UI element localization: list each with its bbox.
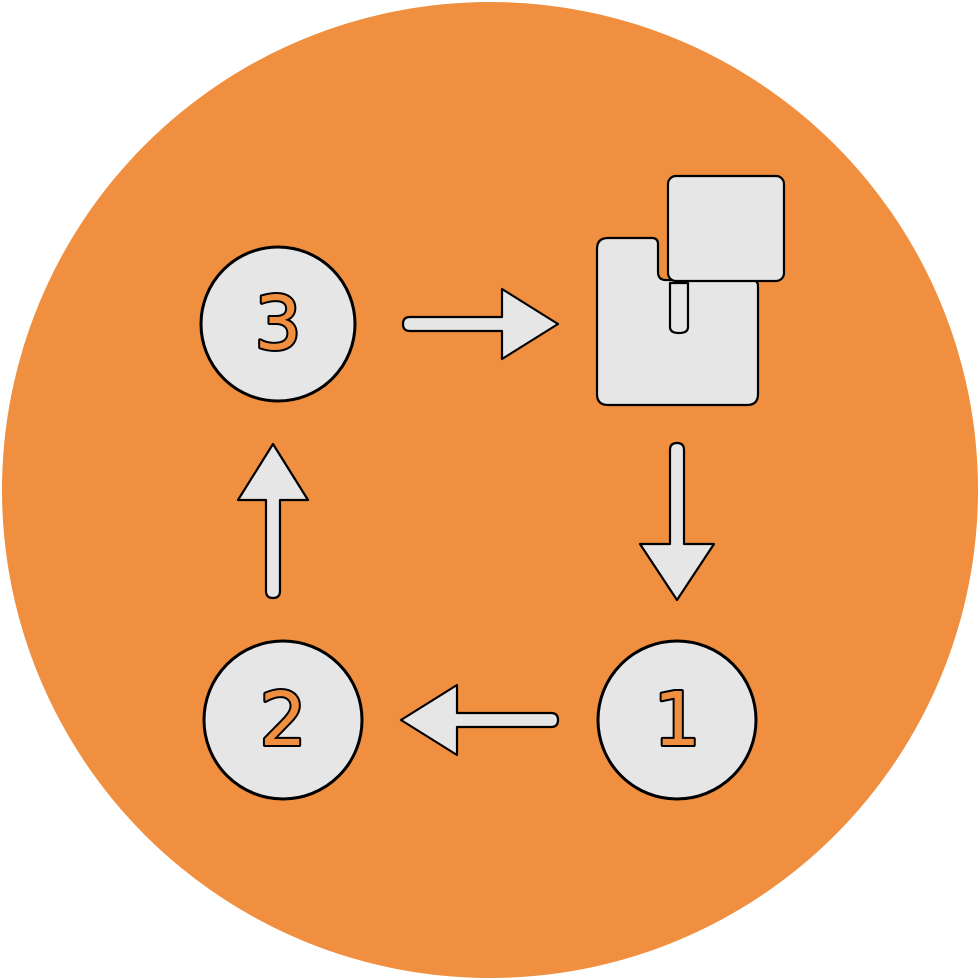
step-2-circle	[202, 639, 364, 801]
step-3-circle	[199, 245, 357, 403]
arrow-left-icon	[399, 683, 560, 757]
step-2-node: 2	[202, 639, 364, 801]
square-notch	[668, 281, 690, 335]
overlapping-squares-icon	[595, 174, 786, 407]
step-1-node: 1	[596, 639, 758, 801]
step-3-node: 3	[199, 245, 357, 403]
arrow-down-icon	[638, 441, 716, 602]
arrow-up-icon	[236, 442, 310, 600]
step-2-number: 2	[259, 677, 306, 763]
front-square	[666, 174, 786, 283]
step-1-circle	[596, 639, 758, 801]
step-3-number: 3	[254, 281, 301, 367]
step-1-number: 1	[653, 677, 700, 763]
arrow-right-icon	[401, 287, 560, 361]
